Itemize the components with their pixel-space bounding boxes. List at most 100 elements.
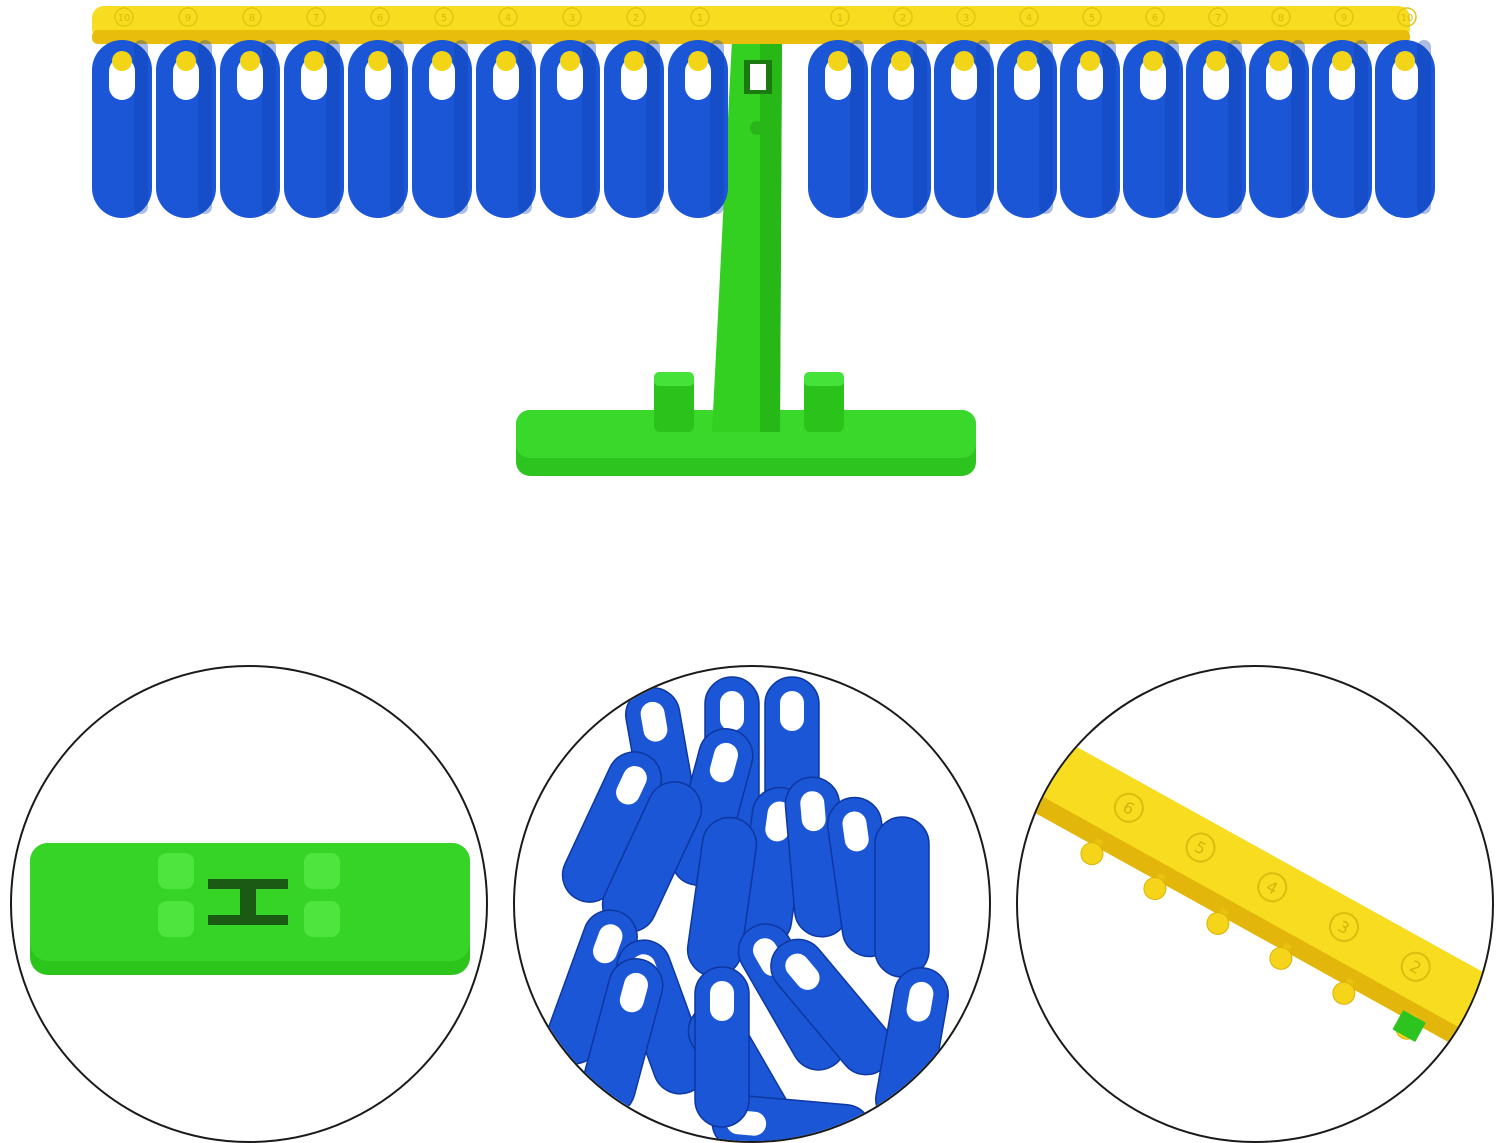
blue-weights-row bbox=[92, 40, 1435, 218]
beam-number: 4 bbox=[1026, 13, 1032, 24]
beam-number: 5 bbox=[441, 13, 447, 24]
blue-weight bbox=[1312, 40, 1372, 218]
beam-number-circle bbox=[562, 7, 582, 27]
closeup-peg bbox=[1332, 981, 1356, 1005]
yellow-peg bbox=[1143, 51, 1163, 71]
beam-number-circle bbox=[370, 7, 390, 27]
blue-weight bbox=[997, 40, 1057, 218]
blue-weight bbox=[668, 40, 728, 218]
yellow-peg bbox=[954, 51, 974, 71]
yellow-peg bbox=[1269, 51, 1289, 71]
blue-weight bbox=[808, 40, 868, 218]
loose-blue-weight bbox=[770, 938, 894, 1076]
beam-number: 1 bbox=[697, 13, 703, 24]
closeup-number-circle bbox=[1400, 951, 1431, 982]
green-base-top-view bbox=[30, 843, 470, 975]
beam-number: 10 bbox=[118, 13, 131, 24]
blue-weight bbox=[92, 40, 152, 218]
yellow-peg bbox=[304, 51, 324, 71]
blue-weight bbox=[1375, 40, 1435, 218]
blue-weight bbox=[412, 40, 472, 218]
blue-weight bbox=[604, 40, 664, 218]
loose-blue-weight bbox=[546, 909, 638, 1065]
blue-weight bbox=[540, 40, 600, 218]
blue-weight bbox=[1123, 40, 1183, 218]
loose-blue-weight bbox=[694, 966, 750, 1128]
closeup-peg bbox=[1269, 946, 1293, 970]
yellow-peg bbox=[560, 51, 580, 71]
closeup-number-circle bbox=[1185, 832, 1216, 863]
yellow-peg bbox=[1206, 51, 1226, 71]
blue-weight bbox=[1060, 40, 1120, 218]
beam-number-circle bbox=[498, 7, 518, 27]
beam-number-circle bbox=[956, 7, 976, 27]
blue-weight bbox=[871, 40, 931, 218]
beam-number-circle bbox=[1082, 7, 1102, 27]
closeup-peg bbox=[1206, 911, 1230, 935]
blue-weight bbox=[156, 40, 216, 218]
closeup-number-circle bbox=[1328, 912, 1359, 943]
beam-number: 9 bbox=[185, 13, 191, 24]
closeup-number-circle bbox=[1113, 792, 1144, 823]
beam-number: 1 bbox=[837, 13, 843, 24]
yellow-peg bbox=[1017, 51, 1037, 71]
yellow-peg bbox=[624, 51, 644, 71]
beam-number-circle bbox=[893, 7, 913, 27]
blue-weight bbox=[348, 40, 408, 218]
beam-number: 2 bbox=[633, 13, 639, 24]
weights-detail-circle bbox=[513, 665, 991, 1143]
beam-number-circle bbox=[306, 7, 326, 27]
beam-number-circle bbox=[1397, 7, 1417, 27]
beam-number-circle bbox=[1145, 7, 1165, 27]
loose-blue-weight bbox=[874, 816, 930, 978]
loose-blue-weight bbox=[580, 958, 664, 1116]
yellow-peg bbox=[368, 51, 388, 71]
loose-blue-weight bbox=[875, 967, 949, 1127]
stand-pillar bbox=[712, 16, 782, 432]
beam bbox=[92, 6, 1410, 44]
beam-number: 5 bbox=[1089, 13, 1095, 24]
yellow-peg bbox=[176, 51, 196, 71]
beam-number-circle bbox=[114, 7, 134, 27]
yellow-peg bbox=[1080, 51, 1100, 71]
stand-base bbox=[516, 372, 976, 476]
blue-weight bbox=[1186, 40, 1246, 218]
beam-number-circle bbox=[1208, 7, 1228, 27]
blue-weight bbox=[934, 40, 994, 218]
yellow-peg bbox=[240, 51, 260, 71]
yellow-peg bbox=[496, 51, 516, 71]
yellow-peg bbox=[1332, 51, 1352, 71]
beam-number-circle bbox=[690, 7, 710, 27]
beam-number-circle bbox=[178, 7, 198, 27]
yellow-peg bbox=[112, 51, 132, 71]
yellow-peg bbox=[891, 51, 911, 71]
beam-number: 9 bbox=[1341, 13, 1347, 24]
beam-number: 2 bbox=[900, 13, 906, 24]
beam-number: 7 bbox=[313, 13, 319, 24]
yellow-peg bbox=[432, 51, 452, 71]
beam-number-circle bbox=[626, 7, 646, 27]
beam-number: 7 bbox=[1215, 13, 1221, 24]
beam-number: 8 bbox=[249, 13, 255, 24]
beam-number: 10 bbox=[1401, 13, 1414, 24]
yellow-peg bbox=[828, 51, 848, 71]
base-detail-circle bbox=[10, 665, 488, 1143]
blue-weight bbox=[1249, 40, 1309, 218]
yellow-peg bbox=[688, 51, 708, 71]
beam-number: 4 bbox=[505, 13, 511, 24]
yellow-peg bbox=[1395, 51, 1415, 71]
beam-number-circle bbox=[1019, 7, 1039, 27]
beam-number: 3 bbox=[963, 13, 969, 24]
beam-number-circle bbox=[434, 7, 454, 27]
closeup-peg bbox=[1080, 842, 1104, 866]
closeup-peg bbox=[1143, 877, 1167, 901]
beam-number-circle bbox=[1271, 7, 1291, 27]
beam-number-circle bbox=[242, 7, 262, 27]
blue-weight bbox=[220, 40, 280, 218]
pillar-slot-green bbox=[1392, 1010, 1426, 1042]
beam-number-circle bbox=[1334, 7, 1354, 27]
